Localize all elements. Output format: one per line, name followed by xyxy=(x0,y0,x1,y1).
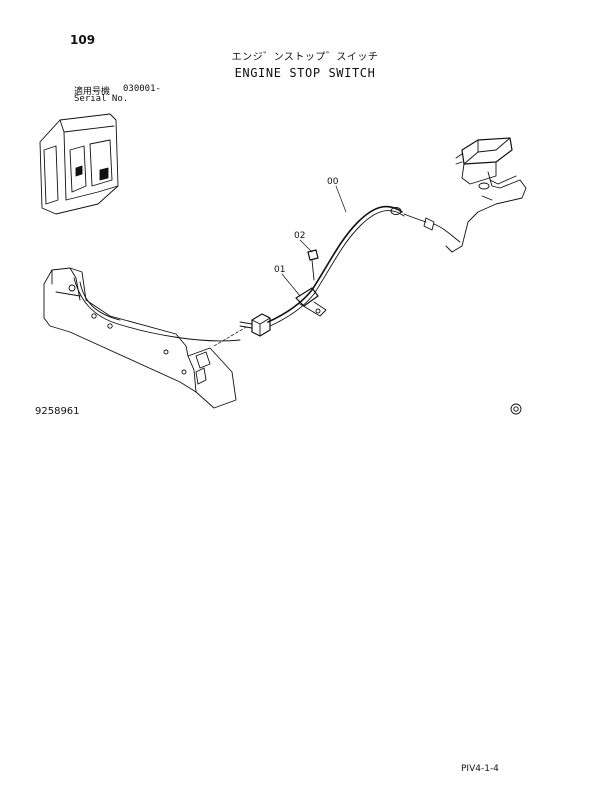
clamp-01 xyxy=(295,287,327,317)
callout-clamp: 01 xyxy=(274,265,285,275)
callout-bolt: 02 xyxy=(294,231,305,241)
page-code: PIV4-1-4 xyxy=(461,764,499,774)
page-title-japanese: エンジ゛ンストップ゛スイッチ xyxy=(231,52,379,63)
harness-00 xyxy=(267,205,461,327)
serial-label: Serial No. xyxy=(74,94,129,104)
callout-harness: 00 xyxy=(327,177,339,187)
serial-label-japanese: 適用号機 xyxy=(74,87,111,97)
bracket-harness xyxy=(73,277,241,342)
switch-unit xyxy=(445,137,527,253)
serial-range: 030001- xyxy=(123,84,161,94)
page-title: ENGINE STOP SWITCH xyxy=(234,66,376,80)
mounting-bracket xyxy=(43,267,237,409)
bolt-02 xyxy=(307,249,319,281)
page-number: 109 xyxy=(70,33,96,47)
copyright-mark-icon xyxy=(510,403,522,415)
engine-stop-switch xyxy=(239,313,271,337)
cab-location-icon xyxy=(39,113,119,215)
drawing-number: 9258961 xyxy=(35,406,80,417)
callout-leaders xyxy=(213,185,347,347)
parts-diagram: 00 02 01 xyxy=(39,113,527,415)
